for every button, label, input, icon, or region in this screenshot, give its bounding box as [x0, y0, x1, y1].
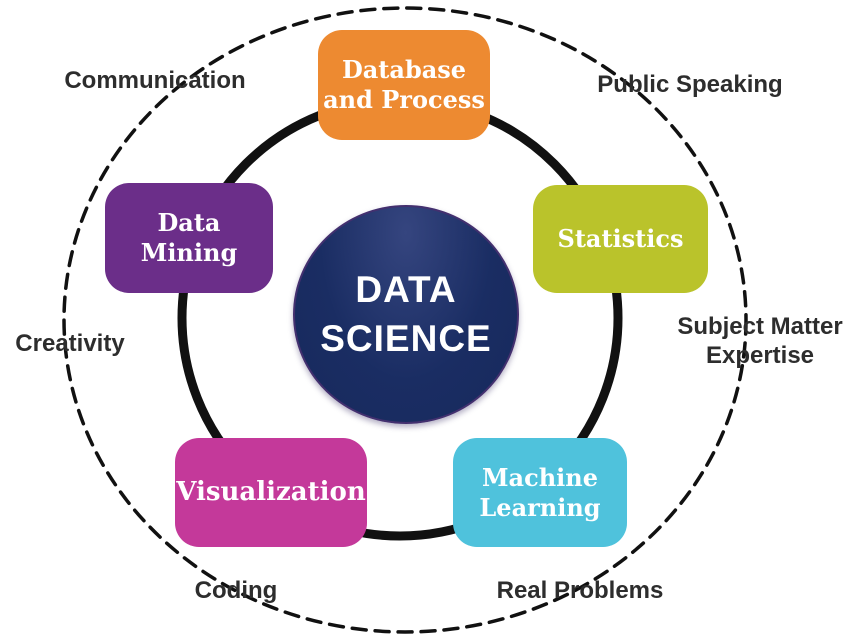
node-visualization: Visualization: [175, 438, 367, 547]
outer-dashed-ring: [62, 6, 748, 634]
node-data-mining: Data Mining: [105, 183, 273, 293]
outer-label-public-speaking: Public Speaking: [597, 71, 783, 98]
outer-label-real-problems: Real Problems: [496, 577, 664, 604]
node-statistics: Statistics: [533, 185, 708, 293]
center-node-data-science: DATA SCIENCE: [293, 205, 519, 424]
node-database-and-process: Database and Process: [318, 30, 490, 140]
outer-label-subject-matter-expertise: Subject Matter Expertise: [677, 313, 843, 370]
outer-label-coding: Coding: [194, 577, 278, 604]
outer-label-communication: Communication: [64, 67, 246, 94]
outer-label-creativity: Creativity: [15, 330, 125, 357]
node-machine-learning: Machine Learning: [453, 438, 627, 547]
